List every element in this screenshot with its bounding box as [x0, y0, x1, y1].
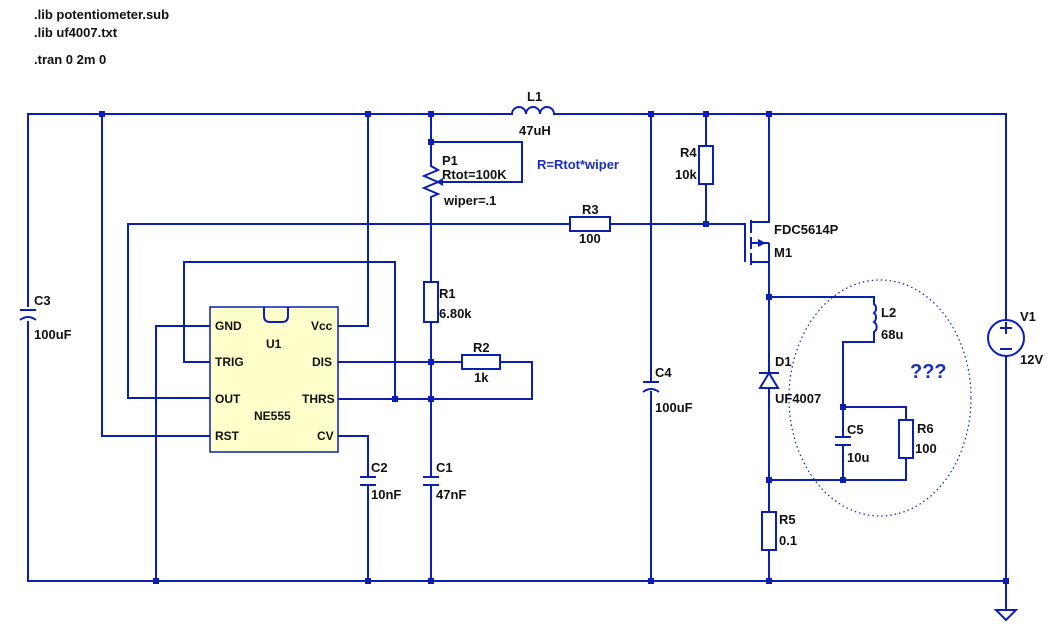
l2-name: L2 [881, 305, 896, 320]
junctions [99, 111, 1009, 584]
c4-name: C4 [655, 365, 672, 380]
r1-name: R1 [439, 286, 456, 301]
c1-name: C1 [436, 460, 453, 475]
ic-pin-gnd: GND [215, 319, 242, 333]
r4-name: R4 [680, 145, 697, 160]
c5-name: C5 [847, 422, 864, 437]
r6-name: R6 [917, 421, 934, 436]
ic-pin-rst: RST [215, 429, 240, 443]
resistor-r2[interactable]: R2 1k [461, 340, 501, 385]
capacitor-c4[interactable]: C4 100uF [642, 365, 693, 415]
r6-value: 100 [915, 441, 937, 456]
mosfet-m1[interactable]: FDC5614P M1 [744, 220, 839, 265]
p1-wiper: wiper=.1 [443, 193, 496, 208]
resistor-r6[interactable]: R6 100 [898, 419, 937, 459]
c3-name: C3 [34, 293, 51, 308]
l1-value: 47uH [519, 123, 551, 138]
l1-name: L1 [527, 89, 542, 104]
highlight-ellipse [788, 279, 972, 517]
c1-value: 47nF [436, 487, 466, 502]
ic-pin-trig: TRIG [215, 355, 244, 369]
ic-pin-out: OUT [215, 392, 241, 406]
ic-pin-vcc: Vcc [311, 319, 333, 333]
p1-name: P1 [442, 153, 458, 168]
capacitor-c1[interactable]: C1 47nF [423, 460, 466, 502]
v1-value: 12V [1020, 352, 1043, 367]
potentiometer-p1[interactable]: P1 Rtot=100K wiper=.1 [421, 153, 507, 208]
m1-model: FDC5614P [774, 222, 839, 237]
capacitor-c3[interactable]: C3 100uF [19, 293, 72, 342]
c3-value: 100uF [34, 327, 72, 342]
resistor-r5[interactable]: R5 0.1 [761, 511, 797, 551]
r3-name: R3 [582, 202, 599, 217]
directive-lib-uf4007: .lib uf4007.txt [34, 25, 118, 40]
voltage-source-v1[interactable]: V1 12V [987, 309, 1043, 367]
r5-value: 0.1 [779, 533, 797, 548]
l2-value: 68u [881, 327, 903, 342]
directive-lib-potentiometer: .lib potentiometer.sub [34, 7, 169, 22]
d1-name: D1 [775, 354, 792, 369]
p1-rtot: Rtot=100K [442, 167, 507, 182]
capacitor-c5[interactable]: C5 10u [835, 422, 869, 465]
resistor-r4[interactable]: R4 10k [675, 145, 714, 185]
v1-name: V1 [1020, 309, 1036, 324]
directive-tran: .tran 0 2m 0 [34, 52, 106, 67]
resistor-r3[interactable]: R3 100 [569, 202, 611, 246]
ic-pin-thrs: THRS [302, 392, 335, 406]
r2-name: R2 [473, 340, 490, 355]
r2-value: 1k [474, 370, 489, 385]
r5-name: R5 [779, 512, 796, 527]
resistor-r1[interactable]: R1 6.80k [423, 281, 472, 323]
c5-value: 10u [847, 450, 869, 465]
r1-value: 6.80k [439, 306, 472, 321]
c2-name: C2 [371, 460, 388, 475]
inductor-l1[interactable]: L1 47uH [505, 89, 567, 138]
capacitor-c2[interactable]: C2 10nF [360, 460, 401, 502]
question-annotation: ??? [910, 361, 947, 383]
inductor-l2[interactable]: L2 68u [872, 303, 903, 342]
formula-annotation: R=Rtot*wiper [537, 157, 619, 172]
c2-value: 10nF [371, 487, 401, 502]
ic-pin-cv: CV [317, 429, 334, 443]
r4-value: 10k [675, 167, 697, 182]
ic-pin-dis: DIS [312, 355, 332, 369]
ic-ref-label: U1 [266, 337, 282, 351]
r3-value: 100 [579, 231, 601, 246]
ground-symbol [993, 609, 1019, 622]
wires [27, 113, 1007, 611]
ic-ne555[interactable]: GND TRIG OUT RST Vcc DIS THRS CV U1 NE55… [209, 306, 339, 453]
m1-name: M1 [774, 245, 792, 260]
ic-model-label: NE555 [254, 409, 291, 423]
c4-value: 100uF [655, 400, 693, 415]
d1-value: UF4007 [775, 391, 821, 406]
diode-d1[interactable]: D1 UF4007 [758, 354, 821, 406]
